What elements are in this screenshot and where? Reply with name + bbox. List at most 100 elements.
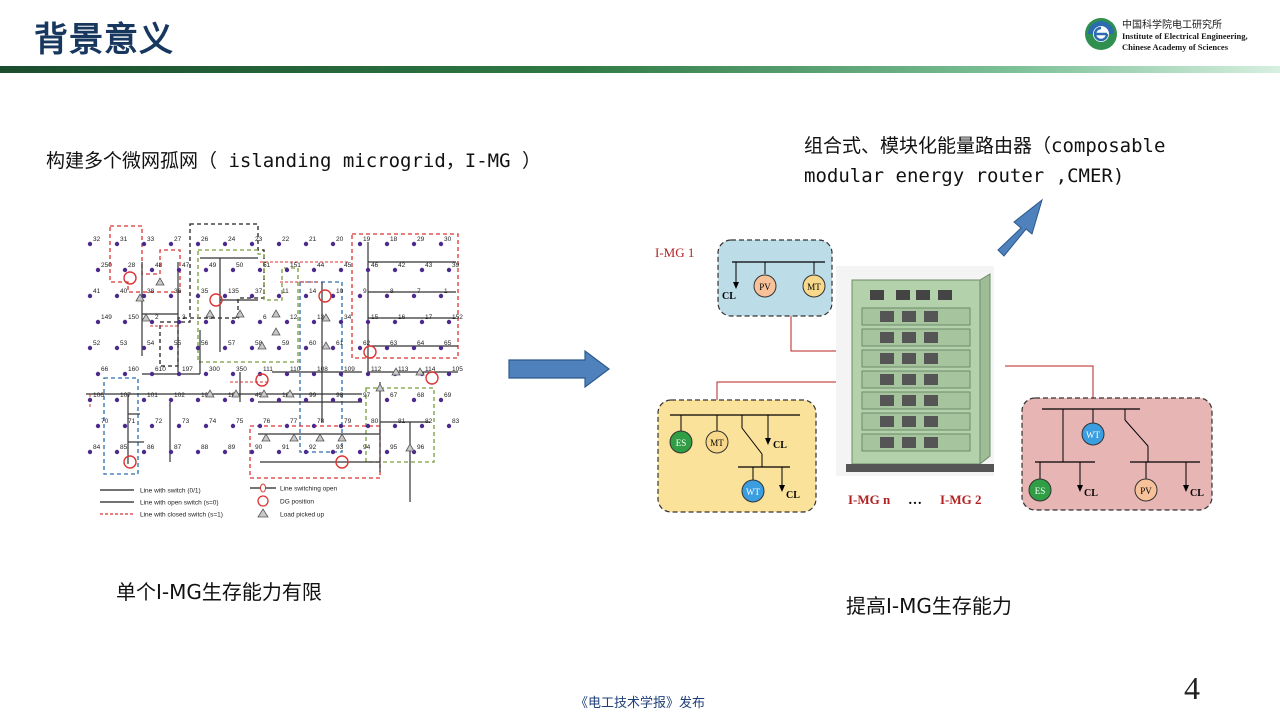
node-label: 85 — [120, 444, 128, 451]
node-label: 22 — [282, 236, 290, 243]
node-label: 62 — [363, 340, 371, 347]
mgn-es-icon — [669, 430, 693, 454]
node-label: 52 — [93, 340, 101, 347]
node-label: 97 — [363, 392, 371, 399]
node-label: 28 — [128, 262, 136, 269]
node-label: 43 — [425, 262, 433, 269]
mgn-mt-icon — [705, 430, 729, 454]
node-label: 87 — [174, 444, 182, 451]
node-label: 82 — [425, 418, 433, 425]
footer-source: 《电工技术学报》发布 — [574, 696, 705, 711]
right-arrow-icon — [508, 350, 610, 388]
node-label: 6 — [263, 314, 267, 321]
node-label: 34 — [344, 314, 352, 321]
node-label: 5 — [209, 314, 213, 321]
node-label: 58 — [255, 340, 263, 347]
node-label: 21 — [309, 236, 317, 243]
legend-item: Line with switch (0/1) — [140, 488, 201, 495]
node-label: 84 — [93, 444, 101, 451]
node-label: 53 — [120, 340, 128, 347]
node-label: 15 — [371, 314, 379, 321]
node-label: 26 — [201, 236, 209, 243]
node-label: 2 — [155, 314, 159, 321]
legend-item: Line switching open — [280, 486, 337, 493]
node-label: 610 — [155, 366, 166, 373]
node-label: 59 — [282, 340, 290, 347]
mg2-wt-icon — [1081, 422, 1105, 446]
node-label: 38 — [147, 288, 155, 295]
node-label: 113 — [398, 366, 409, 373]
node-label: 31 — [120, 236, 128, 243]
node-label: 41 — [93, 288, 101, 295]
node-label: 69 — [444, 392, 452, 399]
node-label: 17 — [425, 314, 433, 321]
node-label: 18 — [390, 236, 398, 243]
institute-logo: 中国科学院电工研究所 Institute of Electrical Engin… — [1082, 14, 1272, 60]
node-label: 27 — [174, 236, 182, 243]
mgn-label: I-MG n — [848, 492, 891, 507]
node-label: 35 — [201, 288, 209, 295]
ellipsis: … — [908, 493, 922, 508]
node-label: 150 — [128, 314, 139, 321]
mg1-cl-label: CL — [722, 291, 736, 302]
node-label: 91 — [282, 444, 290, 451]
node-label: 76 — [263, 418, 271, 425]
node-label: 11 — [282, 288, 289, 295]
node-label: 73 — [182, 418, 190, 425]
legend-item: Load picked up — [280, 512, 324, 519]
node-label: 98 — [336, 392, 344, 399]
node-label: 86 — [147, 444, 155, 451]
node-label: 24 — [228, 236, 236, 243]
node-label: 96 — [417, 444, 425, 451]
mgn-mt-label: MT — [710, 438, 724, 448]
node-label: 250 — [101, 262, 112, 269]
header-divider — [0, 66, 1280, 73]
right-heading-line-1: 组合式、模块化能量路由器（composable — [804, 135, 1166, 157]
logo-chinese-name: 中国科学院电工研究所 — [1122, 20, 1222, 31]
node-label: 44 — [317, 262, 325, 269]
node-label: 151 — [290, 262, 301, 269]
node-label: 66 — [101, 366, 109, 373]
legend-item: DG position — [280, 499, 314, 506]
up-right-arrow-icon — [997, 198, 1043, 257]
node-label: 14 — [309, 288, 317, 295]
node-label: 107 — [120, 392, 131, 399]
node-label: 95 — [390, 444, 398, 451]
node-label: 20 — [336, 236, 344, 243]
node-label: 77 — [290, 418, 298, 425]
mg2-pv-icon — [1134, 478, 1158, 502]
node-label: 46 — [371, 262, 379, 269]
node-label: 99 — [309, 392, 317, 399]
mgn-es-label: ES — [676, 438, 687, 448]
node-label: 112 — [371, 366, 382, 373]
legend-item: Line with closed switch (s=1) — [140, 512, 223, 519]
node-label: 79 — [344, 418, 352, 425]
node-label: 90 — [255, 444, 263, 451]
mg1-mt-label: MT — [807, 282, 821, 292]
legend-item: Line with open switch (s=0) — [140, 500, 219, 507]
node-label: 39 — [452, 262, 460, 269]
node-label: 7 — [417, 288, 421, 295]
node-label: 114 — [425, 366, 436, 373]
right-caption: 提高I-MG生存能力 — [846, 594, 1012, 618]
mg1-pv-label: PV — [759, 282, 771, 292]
node-label: 88 — [201, 444, 209, 451]
node-label: 152 — [452, 314, 463, 321]
node-label: 51 — [263, 262, 271, 269]
left-caption: 单个I-MG生存能力有限 — [116, 580, 322, 604]
node-label: 110 — [290, 366, 301, 373]
node-label: 197 — [182, 366, 193, 373]
node-label: 42 — [398, 262, 406, 269]
right-heading-line-2: modular energy router ,CMER) — [804, 165, 1125, 187]
node-label: 108 — [317, 366, 328, 373]
node-label: 81 — [398, 418, 406, 425]
node-label: 37 — [255, 288, 263, 295]
node-label: 109 — [344, 366, 355, 373]
node-label: 64 — [417, 340, 425, 347]
node-label: 350 — [236, 366, 247, 373]
page-title: 背景意义 — [34, 20, 174, 60]
mg2-cl2-label: CL — [1190, 488, 1204, 499]
node-label: 30 — [444, 236, 452, 243]
node-label: 19 — [363, 236, 371, 243]
node-label: 1 — [444, 288, 448, 295]
